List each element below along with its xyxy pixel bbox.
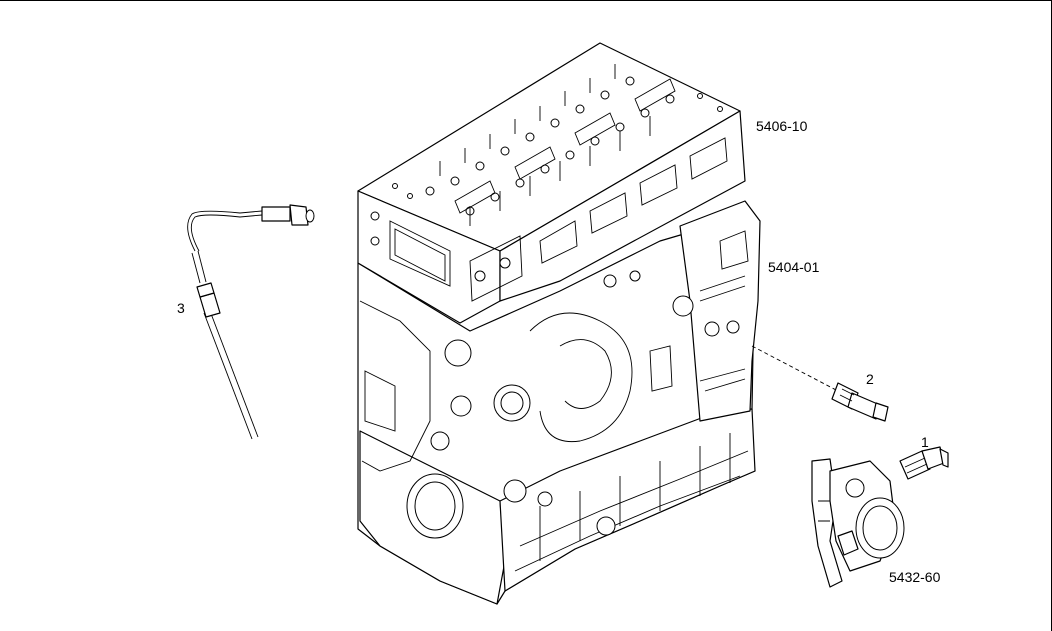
part-3-probe-sensor — [187, 204, 315, 440]
valve-bores — [392, 76, 723, 216]
part-2-callout: 2 — [866, 371, 874, 387]
engine-block — [357, 200, 839, 605]
thermostat-housing — [811, 458, 905, 588]
part-3-callout: 3 — [177, 300, 185, 316]
part-2-pressure-sensor — [831, 382, 889, 422]
part-1-callout: 1 — [921, 434, 929, 450]
cylinder-head-ref-label: 5406-10 — [756, 118, 808, 134]
engine-block-ref-label: 5404-01 — [768, 259, 820, 275]
thermostat-housing-ref-label: 5432-60 — [889, 569, 941, 585]
cylinder-head — [357, 42, 746, 324]
part-1-temperature-sensor — [899, 446, 949, 480]
